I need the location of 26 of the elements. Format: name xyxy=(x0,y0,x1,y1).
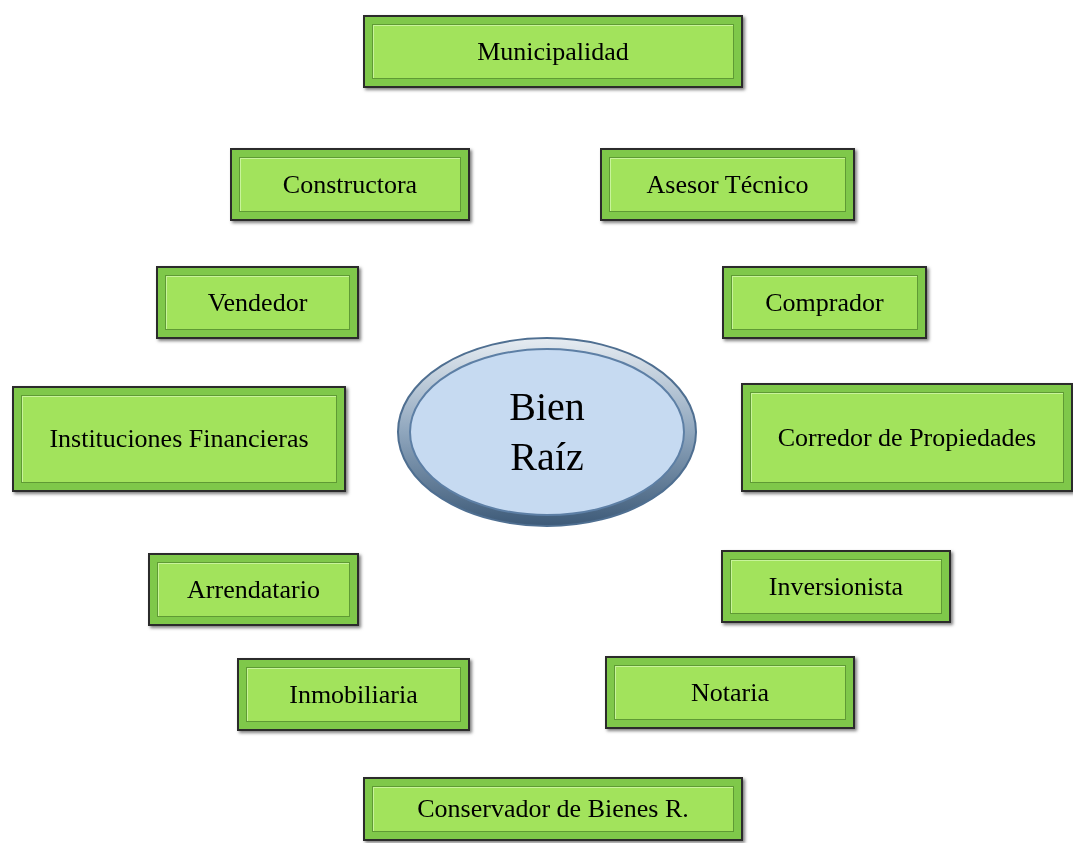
role-box xyxy=(363,777,743,841)
role-box xyxy=(600,148,855,221)
role-box xyxy=(722,266,927,339)
role-box xyxy=(721,550,951,623)
node-label: Comprador xyxy=(765,286,884,319)
ellipse-node xyxy=(396,336,698,528)
role-box xyxy=(741,383,1073,492)
node-label: Constructora xyxy=(282,168,418,201)
node-label: Conservador de Bienes R. xyxy=(417,793,689,826)
node-label: Inversionista xyxy=(768,570,904,603)
node-label: Municipalidad xyxy=(477,35,629,68)
node-label: Bien Raíz xyxy=(508,383,586,481)
role-box xyxy=(237,658,470,731)
node-label: Corredor de Propiedades xyxy=(777,421,1037,454)
node-label: Arrendatario xyxy=(187,573,320,606)
role-box xyxy=(230,148,470,221)
node-label: Inmobiliaria xyxy=(289,678,418,711)
node-label: Notaria xyxy=(691,676,769,709)
role-box xyxy=(148,553,359,626)
node-label: Instituciones Financieras xyxy=(49,423,309,456)
role-box xyxy=(12,386,346,492)
role-box xyxy=(605,656,855,729)
node-label: Asesor Técnico xyxy=(646,168,809,201)
node-label: Vendedor xyxy=(207,286,308,319)
role-box xyxy=(363,15,743,88)
role-box xyxy=(156,266,359,339)
